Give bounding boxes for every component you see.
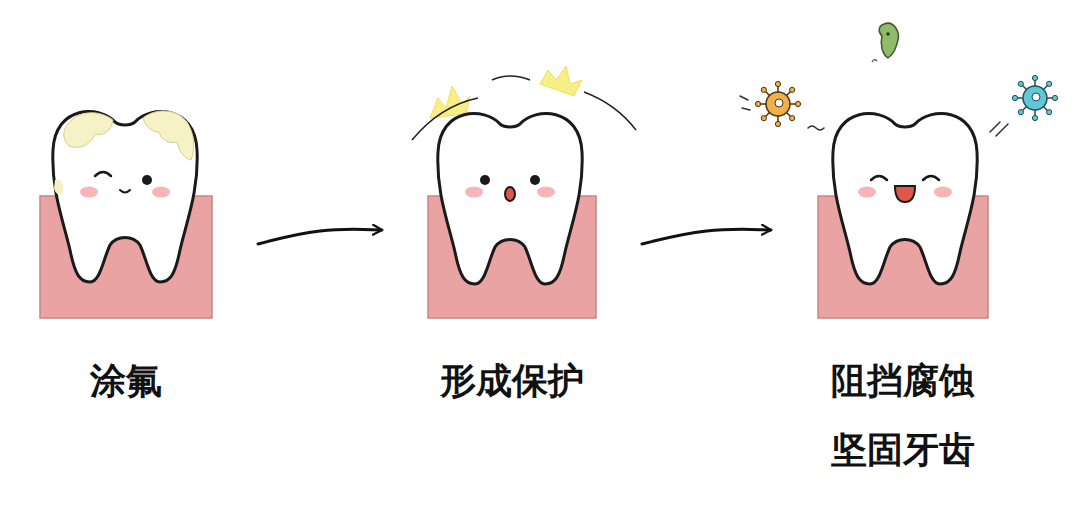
flow-arrow xyxy=(642,229,771,244)
caption: 形成保护 xyxy=(440,358,584,405)
tooth-strong xyxy=(833,114,977,284)
motion-lines xyxy=(740,96,1008,136)
tooth-fluoride xyxy=(53,111,197,282)
germ xyxy=(755,81,800,126)
panel: 涂氟 xyxy=(38,100,214,413)
germ xyxy=(872,23,898,62)
caption: 阻挡腐蚀 xyxy=(831,358,975,405)
caption: 坚固牙齿 xyxy=(831,427,975,474)
germ xyxy=(1012,75,1057,120)
caption: 涂氟 xyxy=(90,358,162,405)
flow-arrow xyxy=(258,229,382,244)
tooth-protected xyxy=(438,114,582,284)
panel: 形成保护 xyxy=(426,100,598,413)
panel: 阻挡腐蚀坚固牙齿 xyxy=(815,100,991,482)
